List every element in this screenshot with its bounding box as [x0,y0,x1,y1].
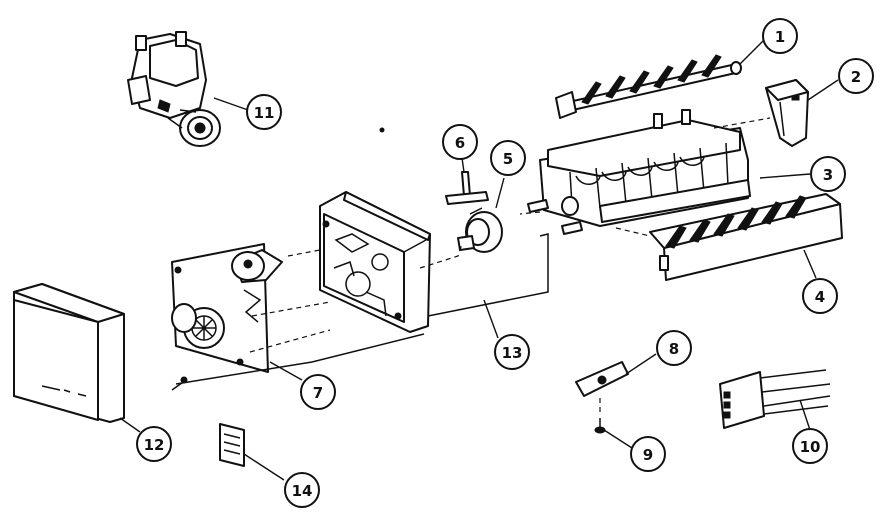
leader-lines [119,39,839,481]
part-bracket-plate [575,361,629,397]
part-housing [319,191,431,333]
callout-circle [630,436,666,472]
callout-13: 13 [494,334,530,370]
callout-circle [284,472,320,508]
callout-11: 11 [246,94,282,130]
part-shutoff-arm [445,171,489,205]
callout-2: 2 [838,58,874,94]
callout-4: 4 [802,278,838,314]
callout-3: 3 [810,156,846,192]
assembly-lines [249,117,771,416]
callout-circle [490,140,526,176]
part-motor-plate [171,243,283,373]
callout-label: 1 [775,28,785,46]
callout-circle [802,278,838,314]
callout-6: 6 [442,124,478,160]
part-water-valve [127,31,221,147]
callout-12: 12 [136,426,172,462]
callout-label: 10 [800,438,821,456]
callout-circle [656,330,692,366]
callout-circle [246,94,282,130]
callout-label: 14 [292,482,313,500]
callout-label: 2 [851,68,861,86]
callout-1: 1 [762,18,798,54]
callout-label: 12 [144,436,165,454]
part-thermostat [457,207,503,253]
callout-circle [442,124,478,160]
part-ejector [555,54,742,119]
callout-9: 9 [630,436,666,472]
callout-circle [300,374,336,410]
part-cover [765,79,809,147]
callout-5: 5 [490,140,526,176]
part-wire-arm [427,233,549,317]
part-screw [594,418,606,434]
callout-label: 4 [815,288,825,306]
callout-circle [792,428,828,464]
callout-circle [494,334,530,370]
part-mold [527,109,751,235]
callout-label: 3 [823,166,833,184]
callout-label: 7 [313,384,323,402]
callout-label: 6 [455,134,465,152]
callout-label: 5 [503,150,513,168]
callout-label: 11 [254,104,275,122]
callout-circle [136,426,172,462]
part-stripper [649,193,843,281]
callout-14: 14 [284,472,320,508]
part-connector [719,369,831,429]
callout-circle [838,58,874,94]
callout-7: 7 [300,374,336,410]
callout-10: 10 [792,428,828,464]
callout-circle [810,156,846,192]
callout-label: 8 [669,340,679,358]
callout-label: 13 [502,344,523,362]
part-wire-harness [171,333,425,391]
callout-circle [762,18,798,54]
part-front-cover [13,283,125,423]
callout-8: 8 [656,330,692,366]
callout-label: 9 [643,446,653,464]
part-label [219,423,245,467]
